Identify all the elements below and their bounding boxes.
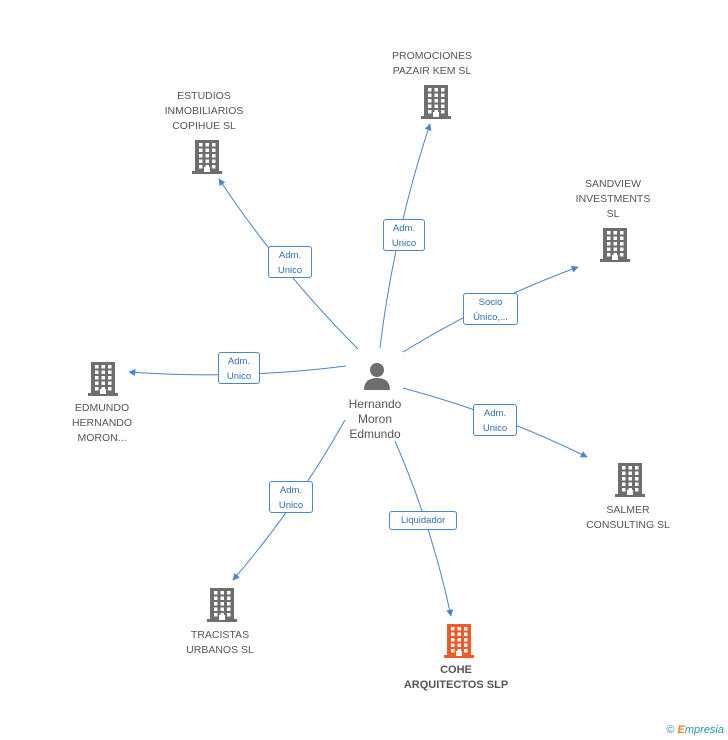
- footer-brand: © Empresia: [666, 724, 724, 736]
- company-label-cohe[interactable]: COHE ARQUITECTOS SLP: [403, 664, 509, 691]
- person-icon: [364, 363, 390, 390]
- building-icon[interactable]: [420, 85, 452, 124]
- company-label-sandview[interactable]: SANDVIEW INVESTMENTS SL: [575, 178, 651, 220]
- copyright-symbol: ©: [666, 724, 675, 736]
- relation-label-cohe: Liquidador: [389, 511, 457, 530]
- company-label-promociones[interactable]: PROMOCIONES PAZAIR KEM SL: [392, 50, 472, 77]
- brand-initial: E: [677, 724, 685, 736]
- building-icon[interactable]: [191, 140, 223, 179]
- relation-label-sandview: Socio Único,...: [463, 293, 518, 325]
- relation-label-tracistas: Adm. Unico: [269, 481, 313, 513]
- company-label-edmundo[interactable]: EDMUNDO HERNANDO MORON...: [71, 402, 133, 444]
- building-icon[interactable]: [614, 463, 646, 502]
- building-icon[interactable]: [443, 624, 475, 663]
- building-icon[interactable]: [206, 588, 238, 627]
- company-label-estudios[interactable]: ESTUDIOS INMOBILIARIOS COPIHUE SL: [164, 90, 244, 132]
- relation-label-salmer: Adm. Unico: [473, 404, 517, 436]
- relation-label-promociones: Adm. Unico: [383, 219, 425, 251]
- relation-label-estudios: Adm. Unico: [268, 246, 312, 278]
- company-label-tracistas[interactable]: TRACISTAS URBANOS SL: [186, 629, 254, 656]
- brand-name: mpresia: [684, 724, 724, 736]
- company-label-salmer[interactable]: SALMER CONSULTING SL: [586, 504, 670, 531]
- building-icon[interactable]: [87, 362, 119, 401]
- center-person-name[interactable]: Hernando Moron Edmundo: [348, 397, 402, 441]
- building-icon[interactable]: [599, 228, 631, 267]
- relation-label-edmundo: Adm. Unico: [218, 352, 260, 384]
